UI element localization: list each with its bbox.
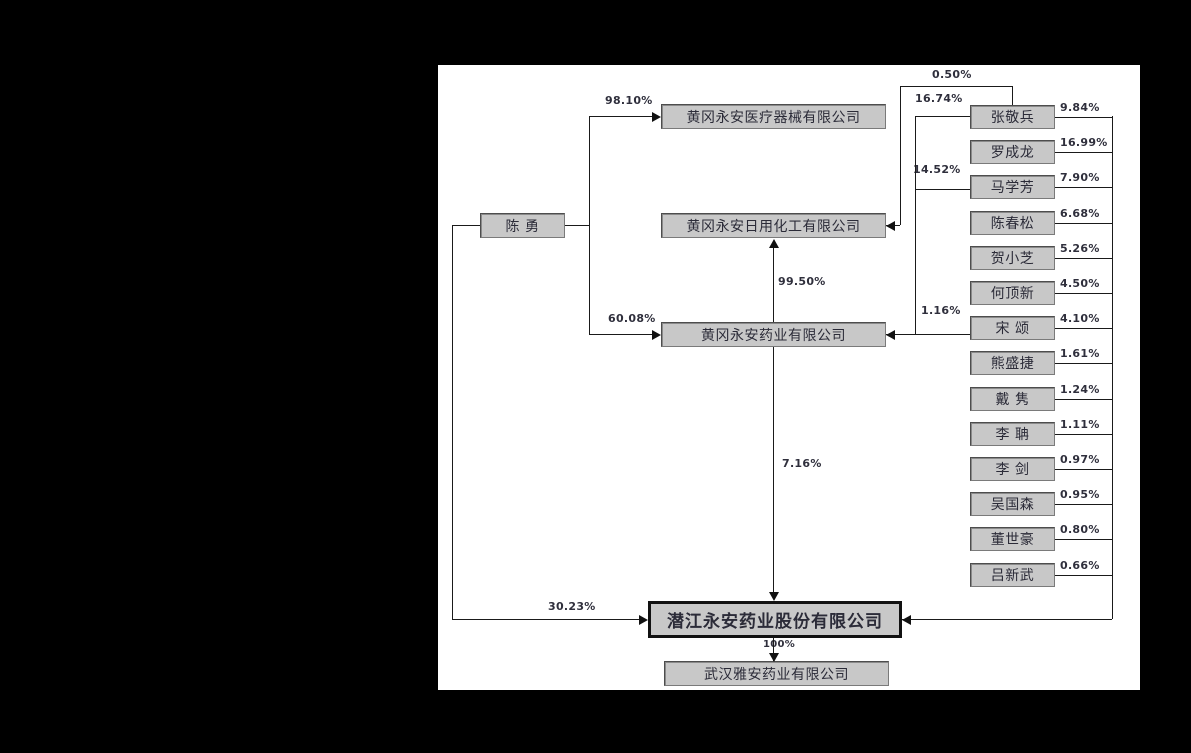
line-zhang-to-bus <box>915 116 970 117</box>
line-person-11-to-right-bus <box>1055 469 1112 470</box>
box-person-10[interactable]: 李 聃 <box>970 422 1055 446</box>
line-zhang-chemical-down <box>900 86 901 225</box>
arrowhead-zhang-to-chemical <box>886 221 895 231</box>
box-person-9[interactable]: 戴 隽 <box>970 387 1055 411</box>
arrowhead-chen-to-main <box>639 615 648 625</box>
pct-person-13-right: 0.80% <box>1060 523 1100 536</box>
pct-person-11-right: 0.97% <box>1060 453 1100 466</box>
box-person-1[interactable]: 张敬兵 <box>970 105 1055 129</box>
line-right-bus-to-main <box>902 619 1112 620</box>
pct-person-2-right: 16.99% <box>1060 136 1108 149</box>
box-company-medical[interactable]: 黄冈永安医疗器械有限公司 <box>661 104 886 129</box>
line-person-9-to-right-bus <box>1055 399 1112 400</box>
box-person-2[interactable]: 罗成龙 <box>970 140 1055 164</box>
pct-ma-to-pharma: 14.52% <box>913 163 961 176</box>
pct-person-1-right: 9.84% <box>1060 101 1100 114</box>
box-person-6[interactable]: 何顶新 <box>970 281 1055 305</box>
pct-person-10-right: 1.11% <box>1060 418 1100 431</box>
box-person-7[interactable]: 宋 颂 <box>970 316 1055 340</box>
diagram-canvas: 陈 勇 黄冈永安医疗器械有限公司 黄冈永安日用化工有限公司 黄冈永安药业有限公司… <box>438 65 1140 690</box>
pct-person-14-right: 0.66% <box>1060 559 1100 572</box>
line-person-14-to-right-bus <box>1055 575 1112 576</box>
pct-chen-to-main: 30.23% <box>548 600 596 613</box>
line-chen-right-stub <box>565 225 589 226</box>
line-chen-left-vertical <box>452 225 453 619</box>
line-person-13-to-right-bus <box>1055 539 1112 540</box>
line-person-12-to-right-bus <box>1055 504 1112 505</box>
box-person-14[interactable]: 吕新武 <box>970 563 1055 587</box>
arrowhead-right-bus-to-main <box>902 615 911 625</box>
box-controller-chenyong[interactable]: 陈 勇 <box>480 213 565 238</box>
line-ma-to-bus <box>915 189 970 190</box>
line-person-7-to-right-bus <box>1055 328 1112 329</box>
box-company-pharma[interactable]: 黄冈永安药业有限公司 <box>661 322 886 347</box>
box-person-12[interactable]: 吴国森 <box>970 492 1055 516</box>
line-bus-to-pharma <box>886 334 915 335</box>
arrowhead-main-to-subsidiary <box>769 653 779 662</box>
box-company-subsidiary[interactable]: 武汉雅安药业有限公司 <box>664 661 889 686</box>
pct-song-to-pharma: 1.16% <box>921 304 961 317</box>
box-person-8[interactable]: 熊盛捷 <box>970 351 1055 375</box>
arrowhead-chen-to-medical <box>652 112 661 122</box>
line-pharma-to-main <box>773 347 774 593</box>
line-zhang-chemical-up <box>1012 86 1013 105</box>
line-chen-left-stub <box>452 225 480 226</box>
pct-person-6-right: 4.50% <box>1060 277 1100 290</box>
line-chen-vertical-spine <box>589 116 590 334</box>
pct-person-12-right: 0.95% <box>1060 488 1100 501</box>
line-chen-to-pharma <box>589 334 655 335</box>
line-person-3-to-right-bus <box>1055 187 1112 188</box>
line-pharma-to-chemical <box>773 247 774 322</box>
line-person-6-to-right-bus <box>1055 293 1112 294</box>
pct-chen-to-pharma: 60.08% <box>608 312 656 325</box>
line-zhang-chemical-across <box>900 86 1012 87</box>
line-person-2-to-right-bus <box>1055 152 1112 153</box>
line-shareholder-right-bus <box>1112 116 1113 619</box>
line-person-5-to-right-bus <box>1055 258 1112 259</box>
box-person-4[interactable]: 陈春松 <box>970 211 1055 235</box>
line-chen-to-main <box>452 619 642 620</box>
arrowhead-pharma-to-main <box>769 592 779 601</box>
line-song-to-bus <box>915 334 970 335</box>
box-person-5[interactable]: 贺小芝 <box>970 246 1055 270</box>
line-person-4-to-right-bus <box>1055 223 1112 224</box>
box-person-13[interactable]: 董世豪 <box>970 527 1055 551</box>
box-company-main[interactable]: 潜江永安药业股份有限公司 <box>648 601 902 638</box>
pct-person-9-right: 1.24% <box>1060 383 1100 396</box>
line-person-1-to-right-bus <box>1055 117 1112 118</box>
pct-person-8-right: 1.61% <box>1060 347 1100 360</box>
arrowhead-bus-to-pharma <box>886 330 895 340</box>
pct-person-7-right: 4.10% <box>1060 312 1100 325</box>
line-person-10-to-right-bus <box>1055 434 1112 435</box>
arrowhead-pharma-to-chemical <box>769 239 779 248</box>
pct-zhang-to-pharma: 16.74% <box>915 92 963 105</box>
pct-person-5-right: 5.26% <box>1060 242 1100 255</box>
box-company-chemical[interactable]: 黄冈永安日用化工有限公司 <box>661 213 886 238</box>
pct-pharma-to-main: 7.16% <box>782 457 822 470</box>
line-main-to-subsidiary <box>773 638 774 661</box>
pct-person-3-right: 7.90% <box>1060 171 1100 184</box>
pct-main-to-subsidiary: 100% <box>763 639 796 650</box>
pct-person-4-right: 6.68% <box>1060 207 1100 220</box>
pct-zhang-to-chemical: 0.50% <box>932 68 972 81</box>
arrowhead-chen-to-pharma <box>652 330 661 340</box>
pct-pharma-to-chemical: 99.50% <box>778 275 826 288</box>
pct-chen-to-medical: 98.10% <box>605 94 653 107</box>
box-person-11[interactable]: 李 剑 <box>970 457 1055 481</box>
box-person-3[interactable]: 马学芳 <box>970 175 1055 199</box>
line-person-8-to-right-bus <box>1055 363 1112 364</box>
line-shareholder-left-bus <box>915 116 916 334</box>
line-chen-to-medical <box>589 116 655 117</box>
